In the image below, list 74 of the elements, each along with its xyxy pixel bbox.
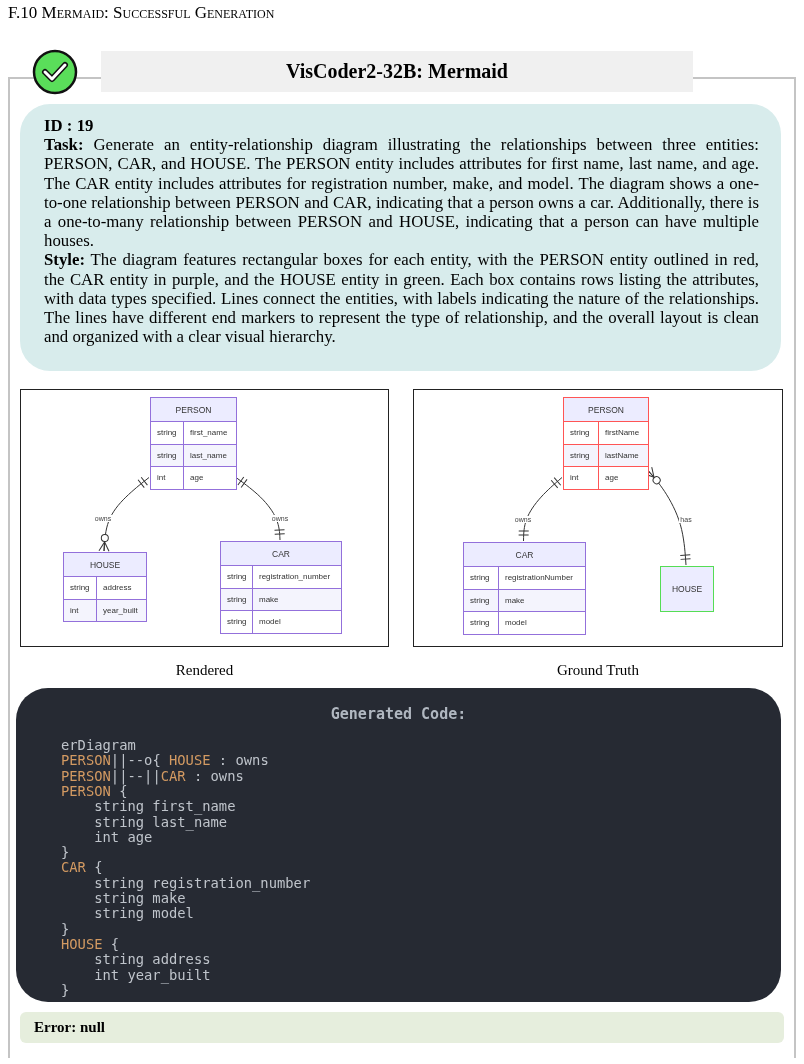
code-line: erDiagram — [61, 738, 136, 754]
task-panel — [20, 104, 781, 371]
entity-name: PERSON — [174, 403, 213, 417]
attribute-name: address — [97, 576, 146, 599]
entity-box — [220, 541, 342, 634]
attribute-name: lastName — [599, 443, 648, 466]
banner-title: VisCoder2-32B: Mermaid — [286, 60, 508, 83]
code-line: CAR { — [61, 860, 103, 876]
attribute-type: string — [221, 610, 253, 633]
attribute-name: model — [499, 611, 585, 634]
code-line: } — [61, 845, 70, 861]
code-line: } — [61, 982, 70, 999]
attribute-name: registration_number — [253, 565, 341, 588]
section-heading: F.10 Mermaid: Successful Generation — [8, 3, 275, 23]
attribute-type: string — [464, 566, 499, 589]
attribute-type: int — [564, 466, 599, 489]
entity-box — [150, 397, 237, 490]
attribute-name: year_built — [97, 598, 146, 621]
id-label: ID : 19 — [44, 116, 95, 136]
attribute-type: int — [64, 598, 97, 621]
error-panel — [20, 1012, 784, 1043]
attribute-type: string — [221, 587, 253, 610]
attribute-name: make — [499, 588, 585, 611]
code-line: string last_name — [93, 814, 228, 830]
code-panel — [16, 688, 781, 1002]
attribute-type: string — [464, 588, 499, 611]
attribute-type: int — [151, 466, 184, 489]
entity-box — [463, 542, 586, 635]
code-line: string registration_number — [93, 875, 311, 891]
code-line: string model — [93, 906, 194, 922]
relationship-line — [518, 477, 563, 542]
attribute-name: last_name — [184, 443, 236, 466]
code-line: PERSON||--||CAR : owns — [61, 768, 244, 784]
entity-name: PERSON — [587, 403, 625, 417]
code-line: int year_built — [93, 967, 211, 983]
attribute-name: firstName — [599, 421, 648, 444]
code-line: HOUSE { — [61, 936, 120, 953]
entity-name: CAR — [271, 547, 291, 561]
relationship-line — [235, 476, 286, 541]
title-banner — [101, 51, 693, 92]
attribute-type: string — [151, 443, 184, 466]
entity-name: CAR — [514, 548, 535, 562]
panel-caption: Ground Truth — [556, 662, 640, 678]
entity-box — [63, 552, 147, 622]
attribute-type: string — [464, 611, 499, 634]
diagram-frame — [413, 389, 783, 647]
attribute-name: make — [253, 587, 341, 610]
error-text: Error: null — [34, 1019, 105, 1036]
attribute-type: string — [564, 421, 599, 444]
panel-caption: Rendered — [175, 662, 234, 678]
entity-name: HOUSE — [88, 558, 122, 572]
attribute-name: model — [253, 610, 341, 633]
entity-name: HOUSE — [670, 583, 704, 596]
relationship-line — [98, 476, 150, 552]
attribute-type: string — [64, 576, 97, 599]
prompt-paragraph: Style: The diagram features rectangular boxes for each entity, with the PERSON entity outlined in red, the CAR entity in purple, and the HOUSE entity in green. Each box contains rows listing the attributes, with data types specified. Lines connect the entities, with labels indicating the nature of the relationships. The lines have different end markers to represent the type of relationship, and the overall layout is clean and organized with a clear visual hierarchy. — [44, 250, 759, 347]
attribute-type: string — [151, 421, 184, 444]
code-line: PERSON||--o{ HOUSE : owns — [61, 753, 269, 769]
code-heading: Generated Code: — [330, 705, 467, 723]
attribute-type: string — [564, 443, 599, 466]
code-line: string make — [93, 891, 186, 907]
code-line: string first_name — [93, 799, 236, 815]
code-line: string address — [93, 952, 211, 968]
prompt-paragraph: Task: Generate an entity-relationship diagram illustrating the relationships between three entities: PERSON, CAR, and HOUSE. The PERSON entity includes attributes for first name, last name, and age. The CAR entity includes attributes for registration number, make, and model. The diagram shows a one-to-one relationship between PERSON and CAR, indicating that a person owns a car. Additionally, there is a one-to-many relationship between PERSON and HOUSE, indicating that a person can have multiple houses. — [44, 135, 759, 251]
diagram-frame — [20, 389, 389, 647]
code-line: int age — [93, 829, 153, 846]
attribute-name: age — [184, 466, 236, 489]
attribute-name: first_name — [184, 421, 236, 444]
code-line: } — [61, 921, 70, 937]
entity-box — [660, 566, 714, 612]
attribute-name: age — [599, 466, 648, 489]
attribute-name: registrationNumber — [499, 566, 585, 589]
attribute-type: string — [221, 565, 253, 588]
entity-box — [563, 397, 649, 490]
